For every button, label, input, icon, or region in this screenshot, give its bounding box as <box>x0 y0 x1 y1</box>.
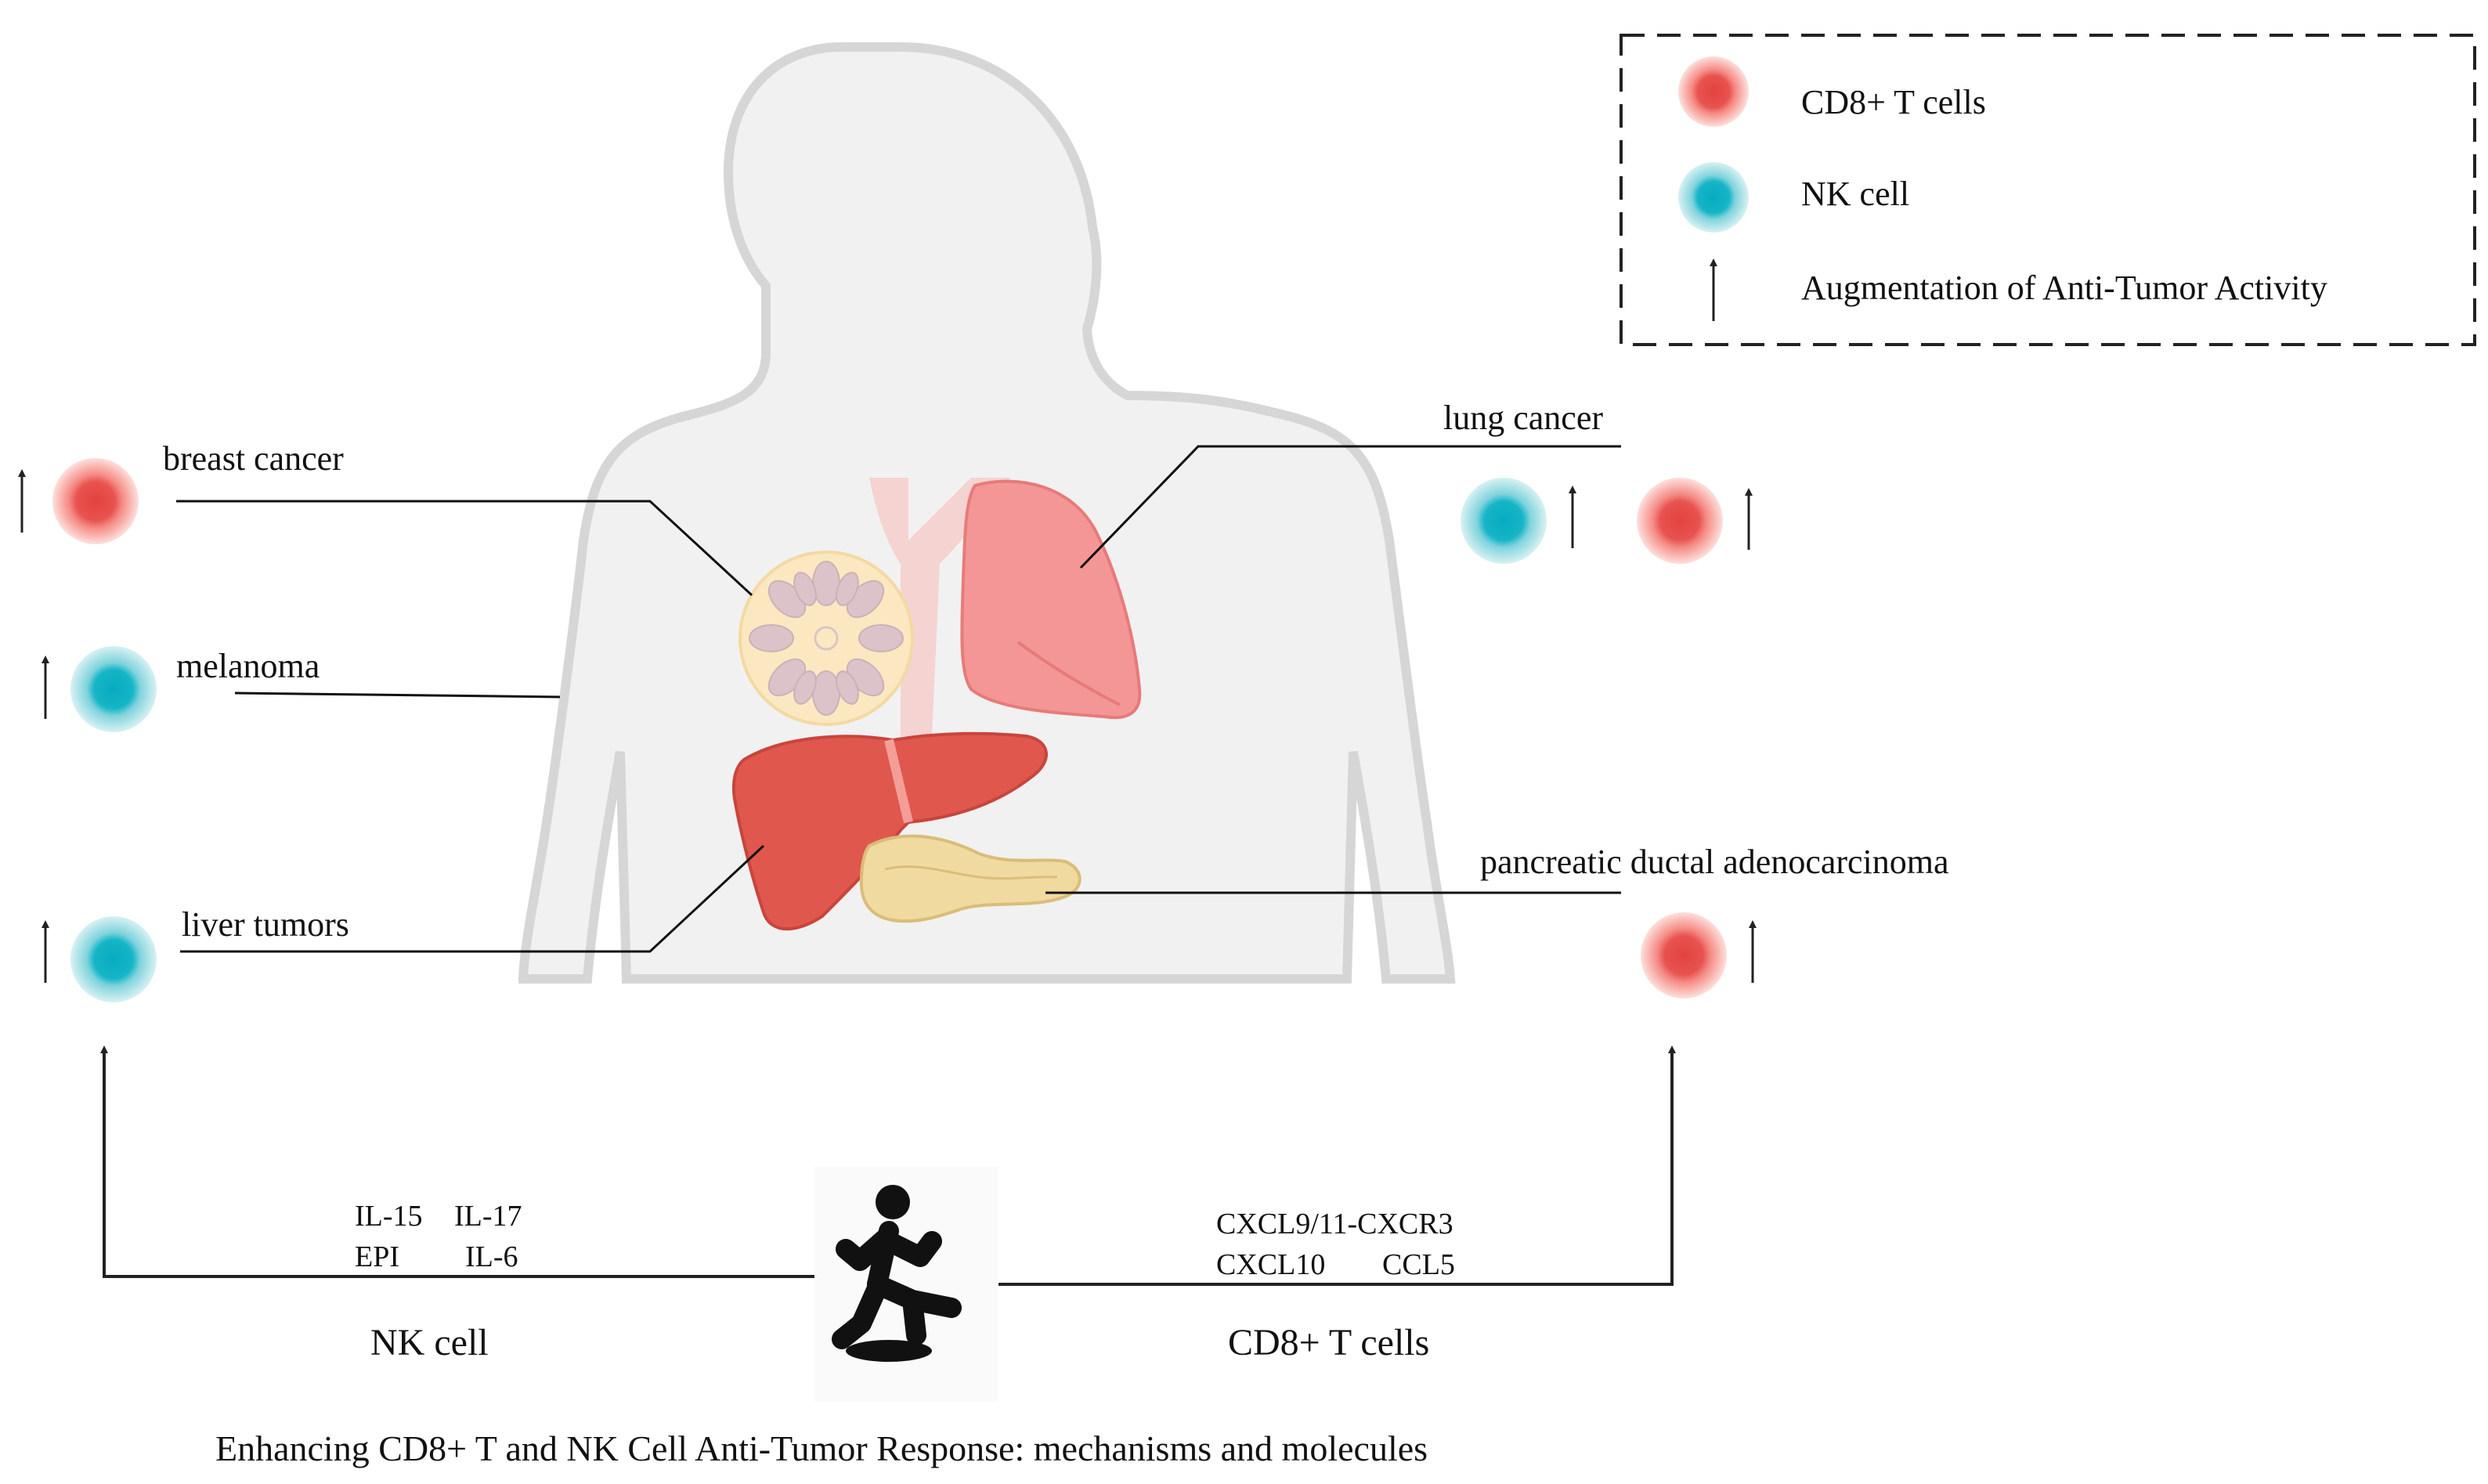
nk-cell-icon <box>70 916 157 1002</box>
liver-organ <box>731 731 1048 931</box>
cd8-pathway-label: CD8+ T cells <box>1228 1322 1429 1363</box>
label-pancreatic: pancreatic ductal adenocarcinoma <box>1480 843 1949 881</box>
cd8-t-cell-icon <box>52 458 139 544</box>
label-melanoma: melanoma <box>176 647 320 685</box>
nk-molecules: IL-15 IL-17 EPI IL-6 <box>355 1200 522 1273</box>
breast-organ <box>738 551 914 726</box>
legend-label-nk: NK cell <box>1801 175 1909 213</box>
nk-cell-icon <box>1461 478 1547 564</box>
label-breast-cancer: breast cancer <box>163 439 344 478</box>
molecule-il17: IL-17 <box>454 1200 522 1233</box>
legend: CD8+ T cells NK cell Augmentation of Ant… <box>1620 34 2476 346</box>
molecule-ccl5: CCL5 <box>1382 1248 1455 1281</box>
breast-cancer-markers <box>18 458 139 544</box>
pathway-arrows <box>100 1045 1676 1286</box>
molecule-cxcl9-11-cxcr3: CXCL9/11-CXCR3 <box>1216 1208 1453 1240</box>
cd8-t-cell-icon <box>1637 478 1723 564</box>
legend-border <box>1620 34 2476 346</box>
pancreas-organ <box>859 834 1082 923</box>
molecule-epi: EPI <box>355 1240 399 1273</box>
molecule-il15: IL-15 <box>355 1200 423 1233</box>
cd8-molecules: CXCL9/11-CXCR3 CXCL10 CCL5 <box>1216 1208 1455 1281</box>
lung <box>960 479 1142 720</box>
leader-lines <box>176 445 1621 953</box>
lung-cancer-markers <box>1461 478 1753 564</box>
leader-melanoma <box>234 691 561 699</box>
leader-breast <box>176 500 753 597</box>
nk-pathway-label: NK cell <box>370 1322 489 1363</box>
leader-liver <box>180 844 765 953</box>
liver-tumor-markers <box>42 916 157 1002</box>
pancreatic-markers <box>1641 912 1757 998</box>
molecule-cxcl10: CXCL10 <box>1216 1248 1325 1281</box>
cd8-pathway-arrow <box>998 1045 1676 1286</box>
nk-pathway-arrow <box>100 1045 814 1278</box>
cd8-t-cell-icon <box>1678 56 1749 127</box>
leader-lung <box>1079 445 1621 569</box>
legend-label-cd8: CD8+ T cells <box>1801 83 1986 121</box>
figure-caption: Enhancing CD8+ T and NK Cell Anti-Tumor … <box>215 1428 1428 1468</box>
label-liver-tumors: liver tumors <box>182 905 349 944</box>
exercise-runner-icon <box>814 1167 998 1402</box>
melanoma-markers <box>42 646 157 732</box>
nk-cell-icon <box>1678 162 1749 233</box>
label-lung-cancer: lung cancer <box>1443 399 1603 437</box>
cd8-t-cell-icon <box>1641 912 1727 998</box>
nk-cell-icon <box>70 646 157 732</box>
legend-label-augmentation: Augmentation of Anti-Tumor Activity <box>1801 269 2327 307</box>
molecule-il6: IL-6 <box>465 1240 518 1273</box>
